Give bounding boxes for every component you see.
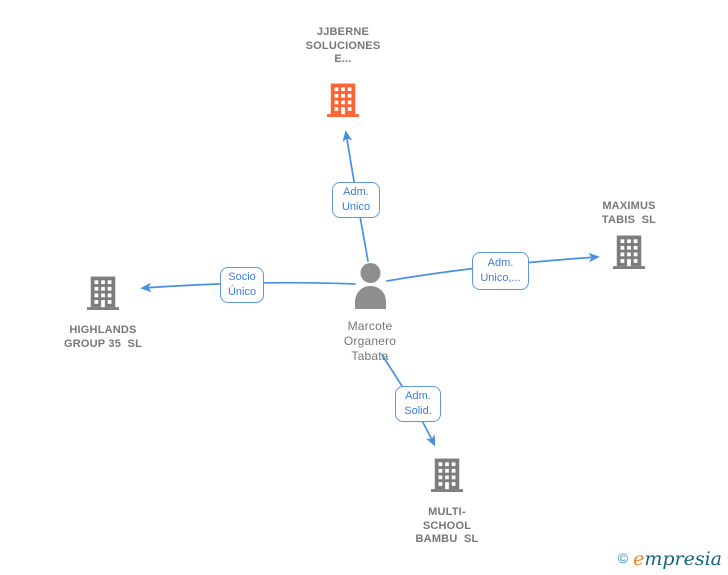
copyright-icon: © bbox=[617, 550, 629, 566]
empresia-logo[interactable]: © empresia bbox=[618, 549, 722, 569]
company-name: MULTI- SCHOOL BAMBU SL bbox=[415, 506, 479, 545]
edge-label-adm-unico[interactable]: Adm. Unico bbox=[332, 182, 380, 218]
brand-wordmark: empresia bbox=[633, 548, 722, 570]
building-icon bbox=[87, 276, 119, 316]
company-name: MAXIMUS TABIS SL bbox=[601, 200, 657, 226]
node-jjberne[interactable]: JJBERNE SOLUCIONES E... bbox=[273, 26, 413, 123]
company-name: HIGHLANDS GROUP 35 SL bbox=[64, 324, 142, 350]
node-multischool[interactable]: MULTI- SCHOOL BAMBU SL bbox=[377, 458, 517, 547]
edge-label-adm-solid[interactable]: Adm. Solid. bbox=[395, 386, 441, 422]
person-name: Marcote Organero Tabata bbox=[343, 319, 397, 363]
building-icon bbox=[613, 235, 645, 275]
person-icon bbox=[353, 262, 388, 314]
company-name: JJBERNE SOLUCIONES E... bbox=[305, 26, 381, 65]
node-highlands[interactable]: HIGHLANDS GROUP 35 SL bbox=[33, 276, 173, 351]
edge-label-adm-unico-multi[interactable]: Adm. Unico,... bbox=[472, 252, 529, 290]
edge-label-socio-unico[interactable]: Socio Único bbox=[220, 267, 264, 303]
node-person[interactable]: Marcote Organero Tabata bbox=[300, 262, 440, 364]
building-icon bbox=[431, 458, 463, 498]
node-maximus[interactable]: MAXIMUS TABIS SL bbox=[559, 200, 699, 275]
building-icon-orange bbox=[327, 83, 359, 123]
